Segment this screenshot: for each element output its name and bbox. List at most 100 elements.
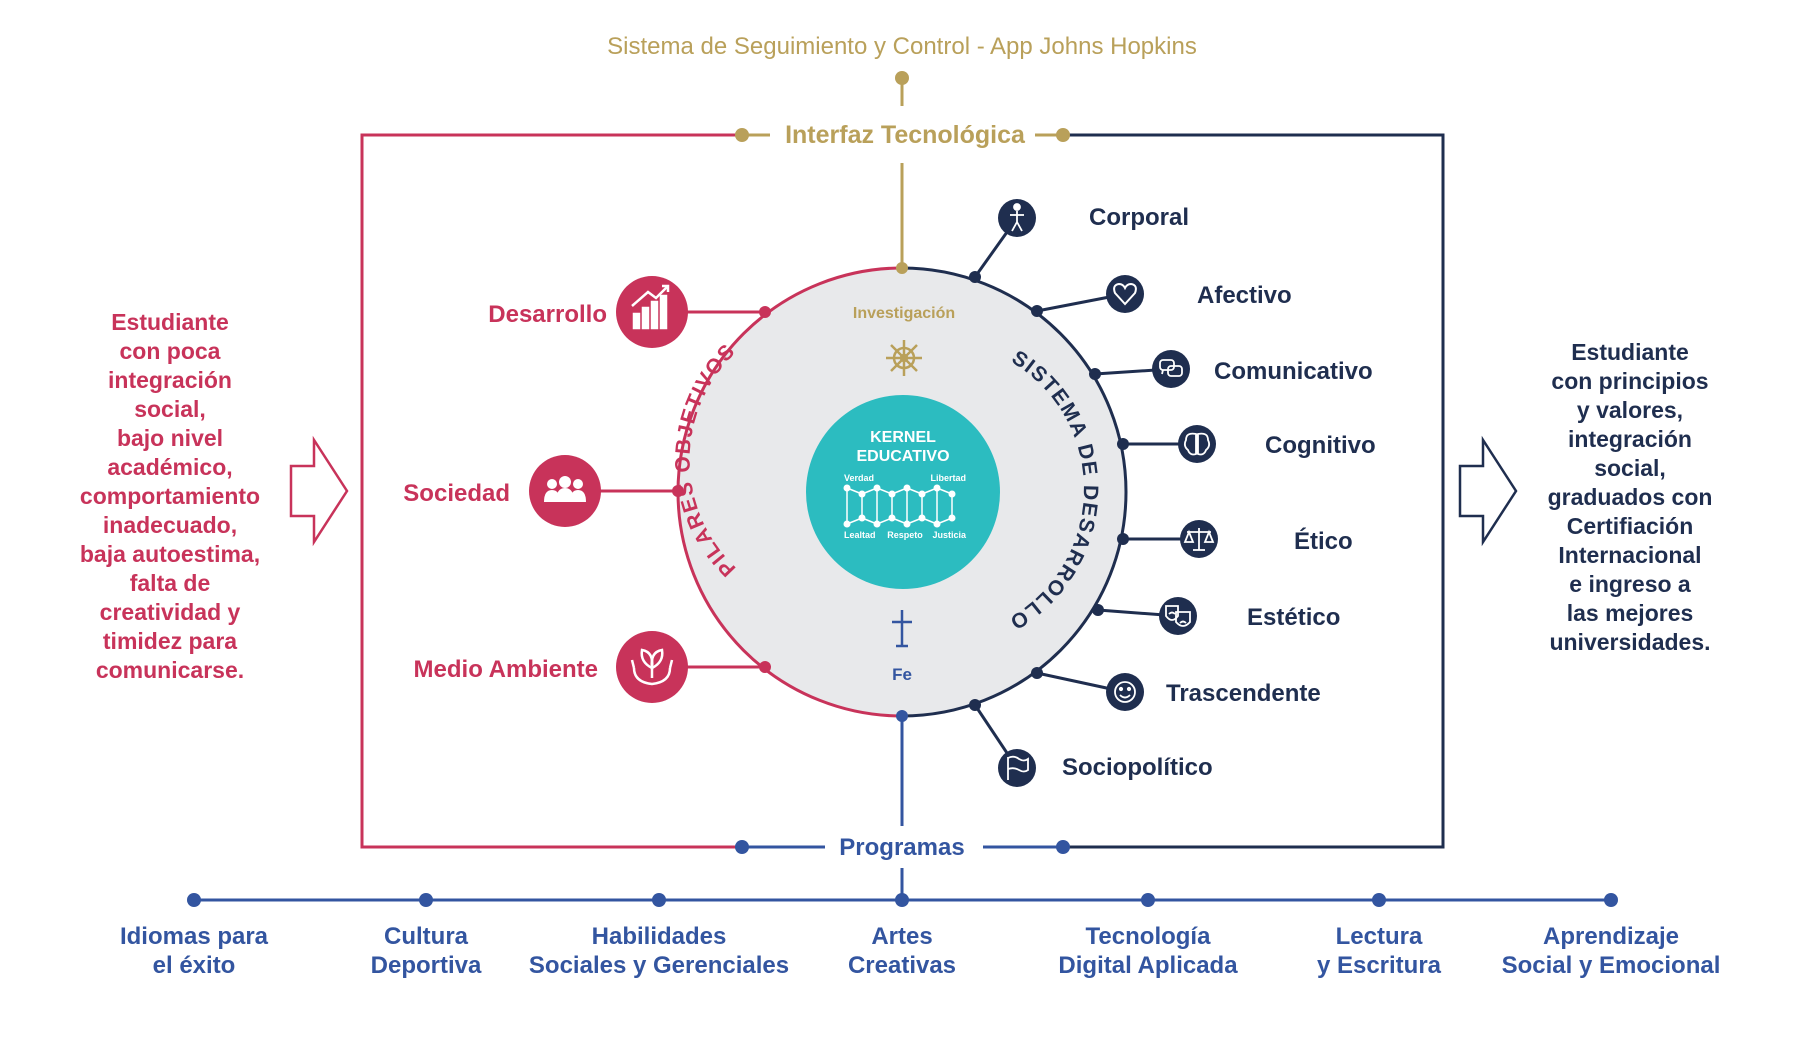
pillar-medio-ambiente: Medio Ambiente (414, 631, 771, 703)
kernel-title-line1: KERNEL (870, 429, 936, 446)
interface-label: Interfaz Tecnológica (785, 121, 1026, 149)
ship-wheel-icon (886, 340, 922, 376)
development-label: Corporal (1089, 204, 1189, 231)
development-label: Sociopolítico (1062, 754, 1213, 781)
scales-icon (1183, 528, 1215, 551)
program-label: Sociales y Gerenciales (529, 952, 789, 979)
input-arrow-icon (289, 435, 349, 547)
development-item-corporal: Corporal (969, 199, 1189, 283)
program-label: Tecnología (1086, 923, 1212, 950)
cross-icon (892, 610, 912, 648)
system-title: Sistema de Seguimiento y Control - App J… (607, 33, 1197, 60)
development-item-trascendente: Trascendente (1031, 667, 1321, 711)
description-line: creatividad y (99, 599, 241, 625)
description-line: las mejores (1566, 600, 1694, 626)
speech-bubbles-icon (1159, 359, 1183, 377)
program-label: Idiomas para (120, 923, 269, 950)
kernel-value: Respeto (887, 530, 923, 540)
description-line: bajo nivel (116, 425, 224, 451)
description-line: e ingreso a (1569, 571, 1691, 597)
description-line: social, (134, 396, 206, 422)
final-student-description: Estudiante con principios y valores, integr… (1515, 338, 1745, 657)
development-item-comunicativo: Comunicativo (1089, 350, 1373, 388)
dna-chain-icon (843, 484, 956, 528)
description-line: y valores, (1576, 397, 1684, 423)
description-line: Estudiante (1571, 339, 1689, 365)
program-node (419, 893, 433, 907)
program-node (1141, 893, 1155, 907)
description-line: falta de (129, 570, 211, 596)
description-line: social, (1594, 455, 1666, 481)
development-arc (901, 266, 1128, 718)
development-label: Cognitivo (1265, 432, 1376, 459)
faith-label: Fe (892, 665, 912, 684)
development-label: Afectivo (1197, 282, 1292, 309)
system-frame (360, 133, 1445, 849)
description-line: integración (1568, 426, 1692, 452)
theater-masks-icon (1165, 605, 1191, 627)
people-group-icon (544, 476, 586, 502)
program-label: Cultura (384, 923, 469, 950)
pillar-label: Sociedad (403, 480, 510, 507)
description-line: inadecuado, (102, 512, 238, 538)
development-item-estetico: Estético (1092, 597, 1340, 635)
smiley-icon (1114, 681, 1136, 703)
output-arrow-icon (1458, 435, 1518, 547)
program-label: Habilidades (592, 923, 727, 950)
kernel-value: Verdad (844, 473, 874, 483)
development-item-cognitivo: Cognitivo (1117, 425, 1376, 463)
kernel-circle (806, 395, 1000, 589)
description-line: baja autoestima, (79, 541, 261, 567)
description-line: con poca (119, 338, 221, 364)
heart-icon (1113, 282, 1137, 306)
development-item-etico: Ético (1117, 520, 1353, 558)
title-connector-dot (895, 71, 909, 85)
kernel-value: Lealtad (844, 530, 876, 540)
kernel-value: Justicia (932, 530, 967, 540)
development-label: Ético (1294, 527, 1353, 555)
description-line: con principios (1551, 368, 1709, 394)
programs-label: Programas (839, 834, 964, 861)
brain-icon (1183, 432, 1211, 456)
program-node (895, 893, 909, 907)
program-label: Artes (871, 923, 932, 950)
program-label: Deportiva (371, 952, 482, 979)
description-line: graduados con (1547, 484, 1713, 510)
plant-hands-icon (630, 648, 674, 686)
description-line: comportamiento (79, 483, 261, 509)
development-item-sociopolitico: Sociopolítico (969, 699, 1213, 787)
pillar-sociedad: Sociedad (403, 455, 684, 527)
description-line: Estudiante (111, 309, 229, 335)
development-label: Estético (1247, 604, 1340, 631)
description-line: Certifiación (1566, 513, 1694, 539)
program-node (652, 893, 666, 907)
program-label: Aprendizaje (1543, 923, 1679, 950)
description-line: Internacional (1558, 542, 1702, 568)
description-line: académico, (107, 454, 233, 480)
kernel-title-line2: EDUCATIVO (856, 448, 949, 465)
program-label: Creativas (848, 952, 956, 979)
pillar-label: Medio Ambiente (414, 656, 598, 683)
development-label: Trascendente (1166, 680, 1321, 707)
description-line: timidez para (102, 628, 238, 654)
research-label: Investigación (853, 305, 955, 322)
human-body-icon (1010, 203, 1024, 232)
pillar-label: Desarrollo (488, 301, 607, 328)
pillar-desarrollo: Desarrollo (488, 276, 771, 348)
program-node (187, 893, 201, 907)
program-label: Lectura (1336, 923, 1423, 950)
program-label: el éxito (153, 952, 236, 979)
development-label: Comunicativo (1214, 358, 1373, 385)
description-line: comunicarse. (95, 657, 245, 683)
kernel-value: Libertad (930, 473, 966, 483)
